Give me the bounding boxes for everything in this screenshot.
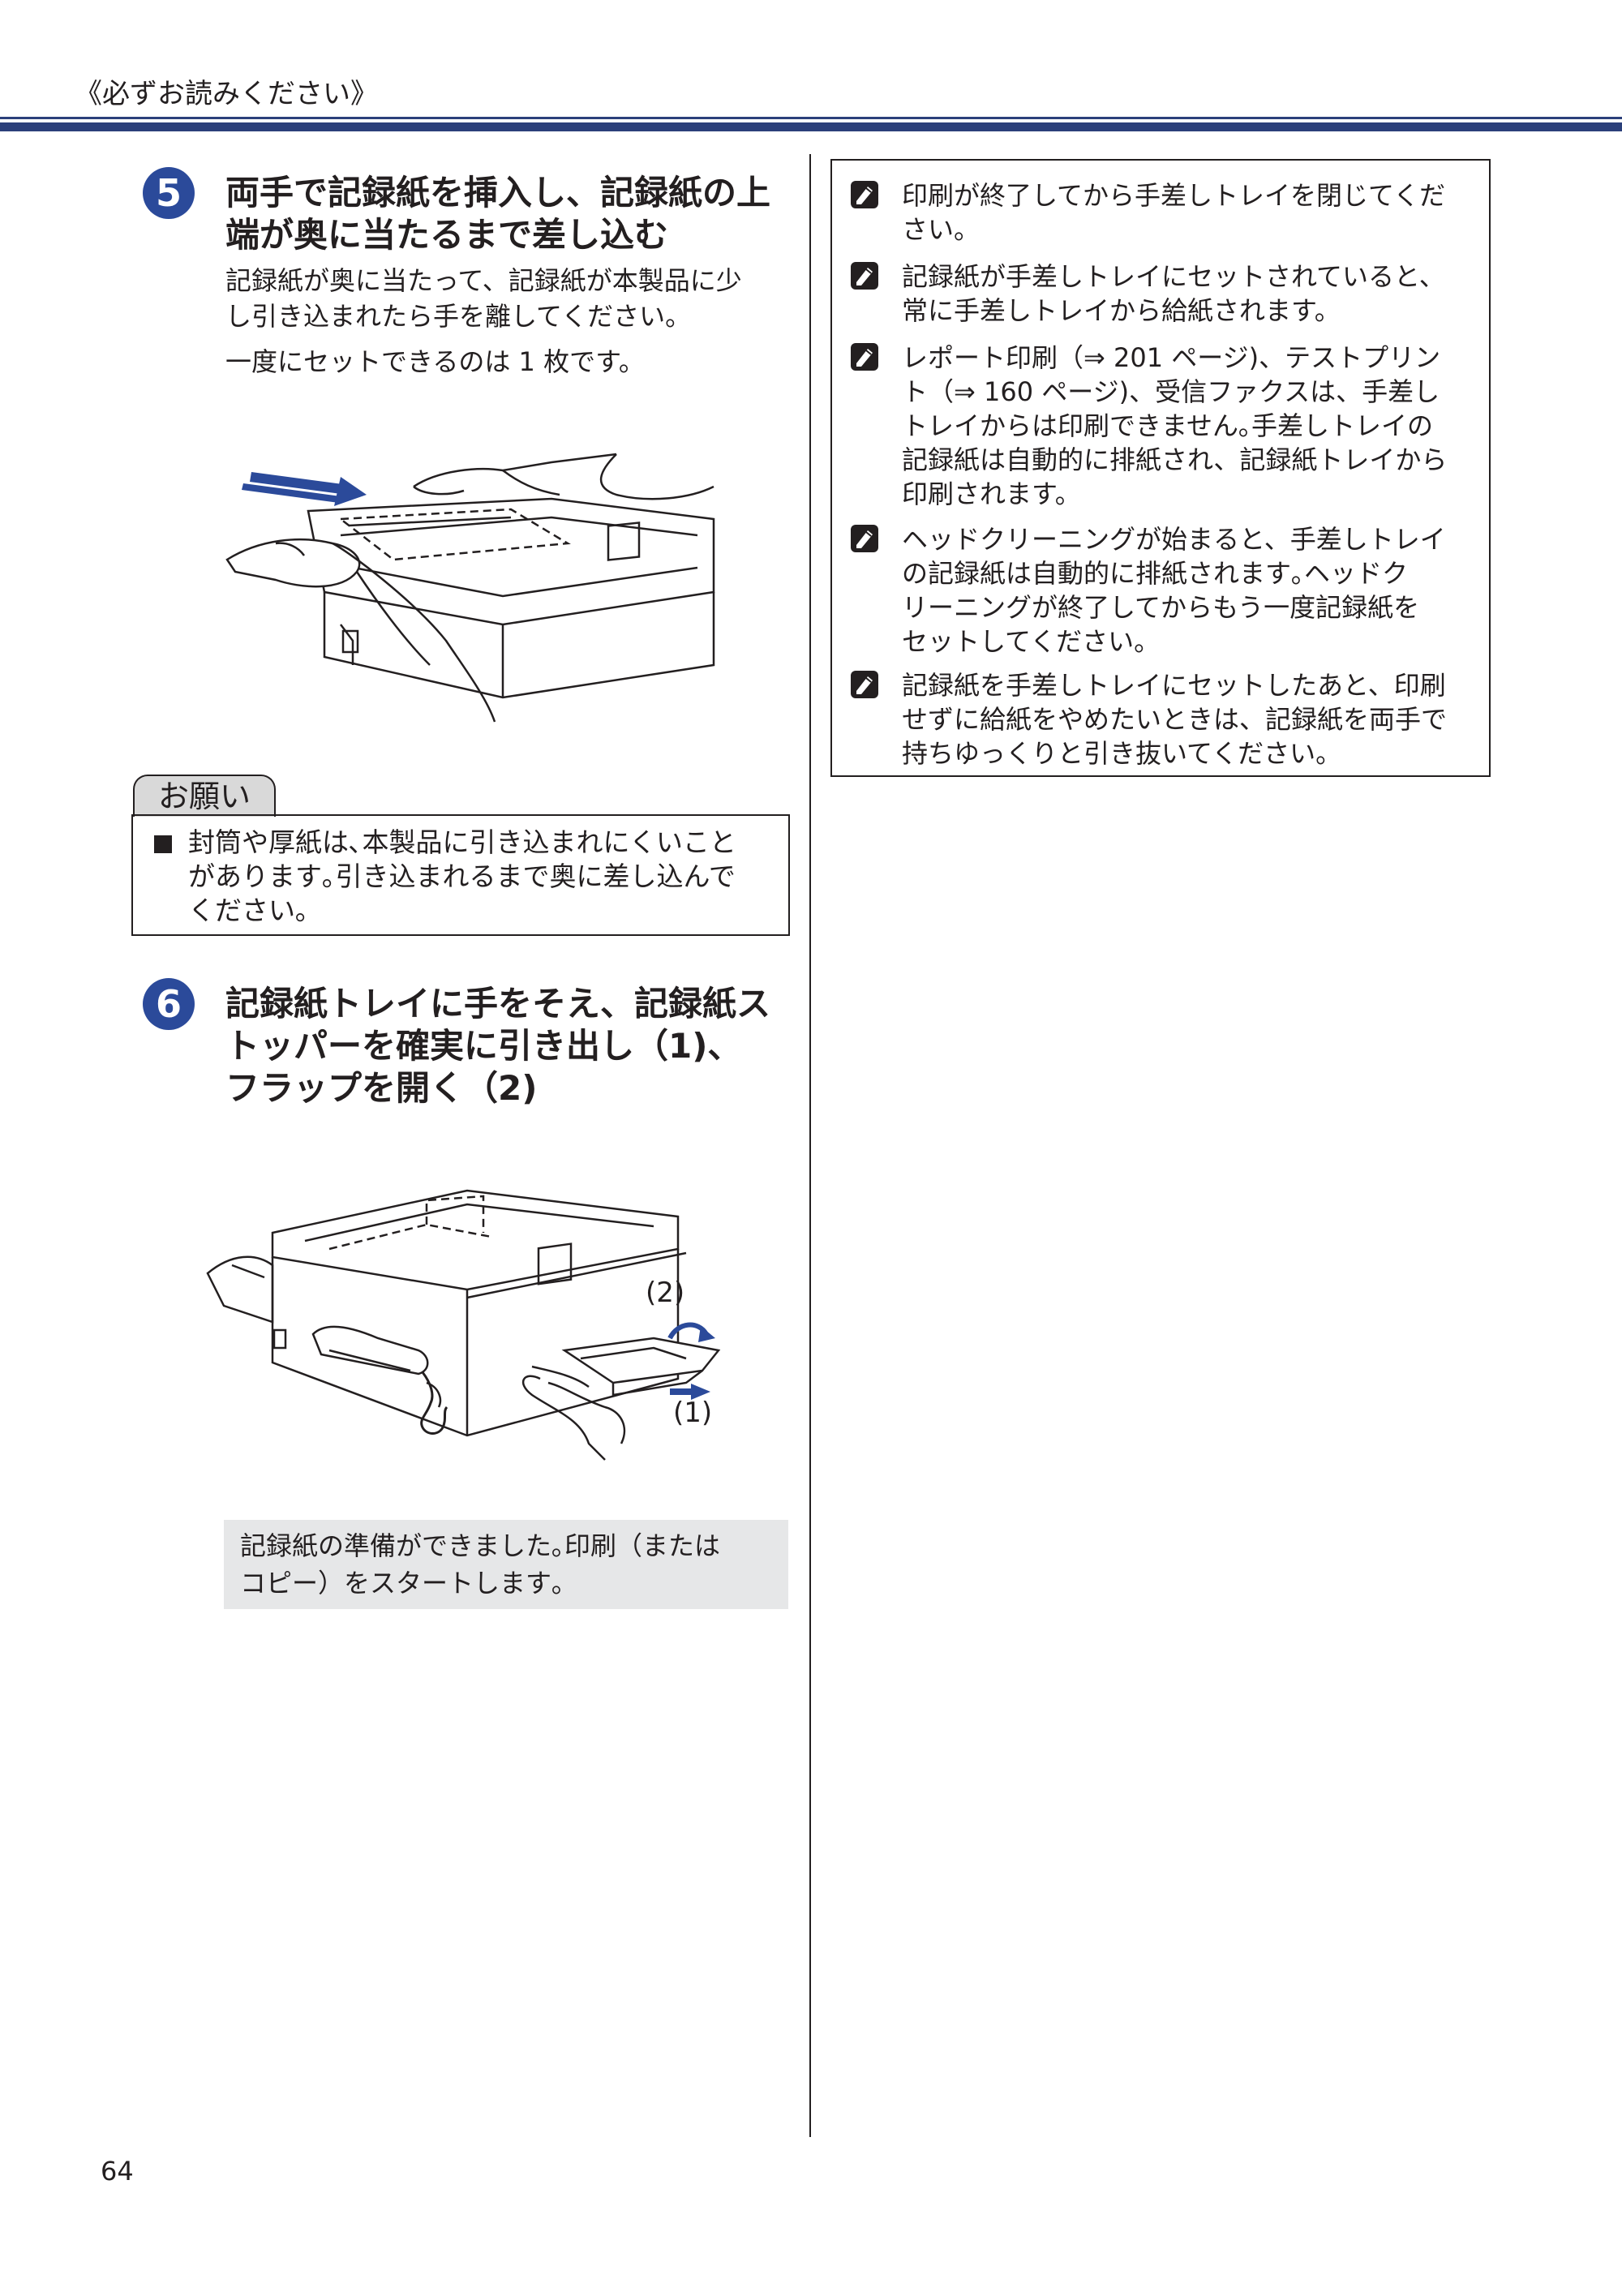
note-text: 記録紙が手差しトレイにセットされていると、 常に手差しトレイから給紙されます。 <box>902 260 1478 328</box>
note-line: 印刷されます。 <box>902 479 1081 509</box>
step-6-title-line: フラップを開く（2) <box>225 1068 538 1108</box>
note-line: ト（⇒ 160 ページ)、受信ファクスは、手差し <box>902 376 1440 407</box>
completion-line: 記録紙の準備ができました｡印刷（または <box>240 1530 721 1561</box>
step-6-number: 6 <box>143 978 195 1030</box>
caution-text: 封筒や厚紙は､本製品に引き込まれにくいこと があります｡引き込まれるまで奥に差し… <box>188 826 780 928</box>
step-5-desc-line: 一度にセットできるのは 1 枚です。 <box>225 346 645 377</box>
stopper-pull-arrow <box>670 1384 710 1400</box>
output-tray-illustration <box>206 1189 721 1461</box>
callout-label-2: (2) <box>646 1277 685 1309</box>
step-5-desc-line: し引き込まれたら手を離してください。 <box>225 301 692 332</box>
note-line: 持ちゆっくりと引き抜いてください。 <box>902 738 1342 769</box>
note-line: リーニングが終了してからもう一度記録紙を <box>902 592 1420 623</box>
completion-line: コピー）をスタートします｡ <box>240 1568 565 1599</box>
caution-text-line: があります｡引き込まれるまで奥に差し込んで <box>188 860 736 892</box>
step-5-title-line: 両手で記録紙を挿入し、記録紙の上 <box>225 173 771 212</box>
note-line: 常に手差しトレイから給紙されます。 <box>902 295 1341 326</box>
insert-direction-arrow <box>242 472 367 506</box>
note-line: 記録紙は自動的に排紙され、記録紙トレイから <box>902 444 1448 475</box>
page-number: 64 <box>101 2156 134 2187</box>
notes-box <box>830 159 1491 777</box>
note-text: 印刷が終了してから手差しトレイを閉じてくだ さい。 <box>902 178 1478 247</box>
column-divider <box>809 154 811 2137</box>
header-rule-thin <box>0 117 1622 119</box>
note-line: の記録紙は自動的に排紙されます｡ヘッドク <box>902 558 1409 589</box>
note-line: セットしてください。 <box>902 626 1161 657</box>
step-6-title: 記録紙トレイに手をそえ、記録紙ス トッパーを確実に引き出し（1)、 フラップを開… <box>225 983 770 1109</box>
note-line: ヘッドクリーニングが始まると、手差しトレイ <box>902 524 1446 555</box>
step-5-title-line: 端が奥に当たるまで差し込む <box>225 215 669 255</box>
memo-pencil-icon <box>851 525 878 552</box>
note-text: レポート印刷（⇒ 201 ページ)、テストプリン ト（⇒ 160 ページ)、受信… <box>902 341 1478 511</box>
completion-message-box: 記録紙の準備ができました｡印刷（または コピー）をスタートします｡ <box>224 1520 788 1609</box>
caution-box <box>131 814 790 936</box>
note-line: トレイからは印刷できません｡手差しトレイの <box>902 410 1434 441</box>
bullet-square-icon <box>154 835 172 853</box>
step-5-number: 5 <box>143 167 195 219</box>
note-line: 記録紙が手差しトレイにセットされていると、 <box>902 261 1445 292</box>
note-text: 記録紙を手差しトレイにセットしたあと、印刷 せずに給紙をやめたいときは、記録紙を… <box>902 668 1478 770</box>
page-header-title: 《必ずお読みください》 <box>75 78 378 110</box>
caution-text-line: ください｡ <box>188 895 309 926</box>
memo-pencil-icon <box>851 262 878 290</box>
note-line: 印刷が終了してから手差しトレイを閉じてくだ <box>902 180 1446 211</box>
step-5-title: 両手で記録紙を挿入し、記録紙の上 端が奥に当たるまで差し込む <box>225 172 770 256</box>
memo-pencil-icon <box>851 181 878 208</box>
step-6-title-line: トッパーを確実に引き出し（1)、 <box>225 1026 742 1066</box>
step-6-title-line: 記録紙トレイに手をそえ、記録紙ス <box>225 984 771 1024</box>
step-5-description: 記録紙が奥に当たって、記録紙が本製品に少 し引き込まれたら手を離してください。 … <box>225 263 742 380</box>
memo-pencil-icon <box>851 671 878 698</box>
flap-arrow-head-icon <box>698 1326 715 1342</box>
header-rule-thick <box>0 122 1622 131</box>
note-line: レポート印刷（⇒ 201 ページ)、テストプリン <box>902 342 1441 373</box>
callout-label-1: (1) <box>673 1397 713 1429</box>
caution-text-line: 封筒や厚紙は､本製品に引き込まれにくいこと <box>188 826 736 858</box>
note-line: せずに給紙をやめたいときは、記録紙を両手で <box>902 704 1448 735</box>
note-text: ヘッドクリーニングが始まると、手差しトレイ の記録紙は自動的に排紙されます｡ヘッ… <box>902 522 1478 659</box>
caution-tab: お願い <box>133 775 276 817</box>
manual-feed-illustration <box>225 453 715 723</box>
note-line: 記録紙を手差しトレイにセットしたあと、印刷 <box>902 670 1446 701</box>
memo-pencil-icon <box>851 343 878 371</box>
step-5-desc-line: 記録紙が奥に当たって、記録紙が本製品に少 <box>225 265 742 296</box>
note-line: さい。 <box>902 214 980 245</box>
